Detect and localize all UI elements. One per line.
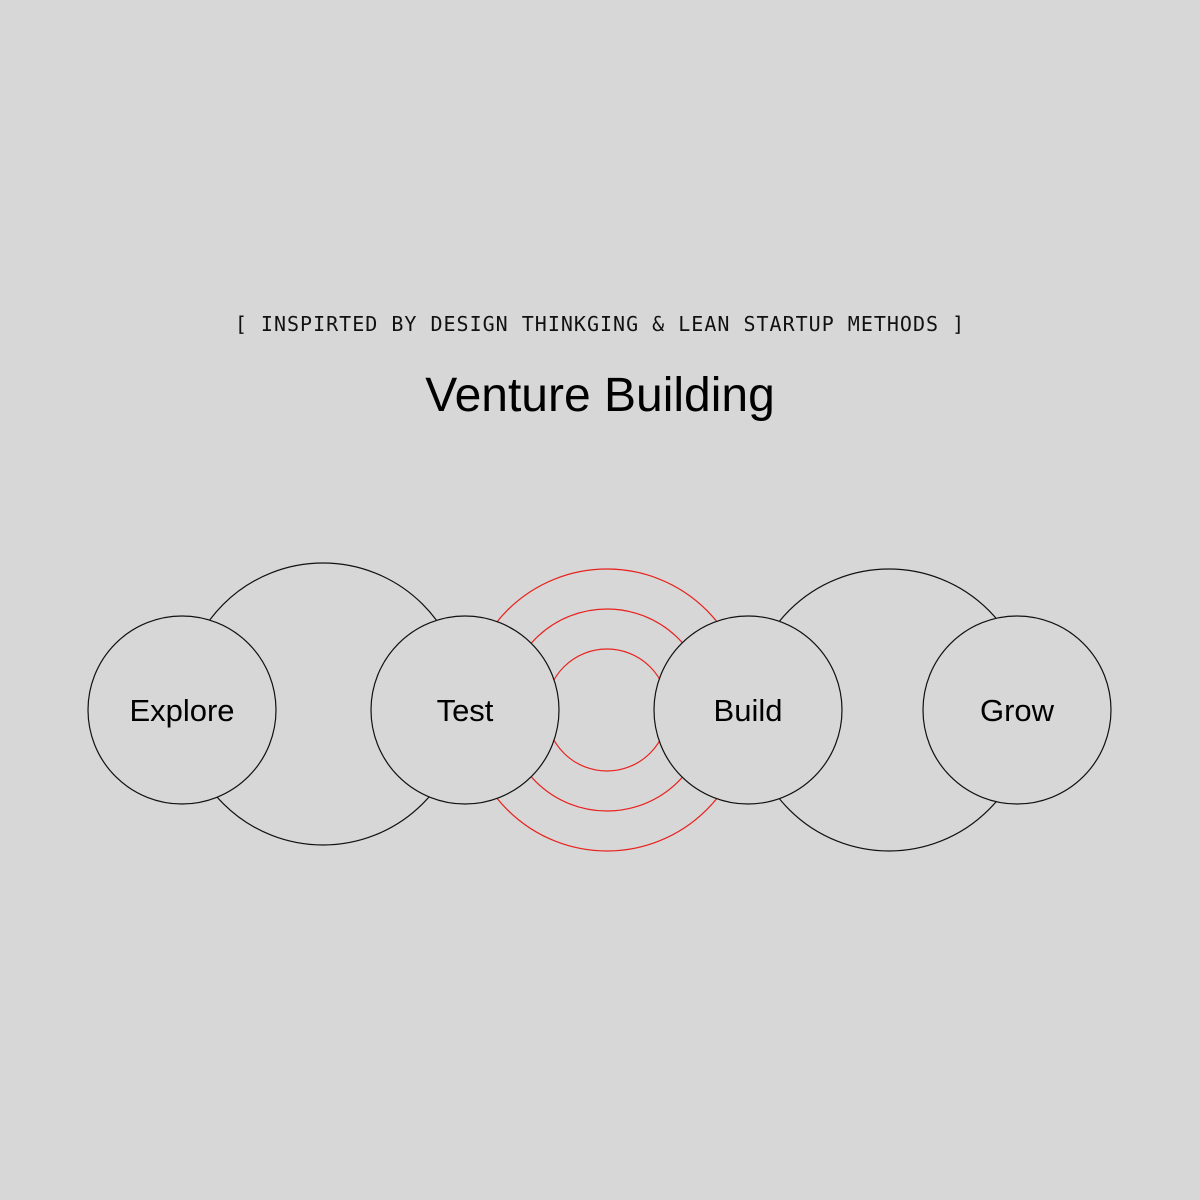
stage-explore: Explore [87,615,277,805]
stage-circle-test [370,615,560,805]
stage-circle-build [653,615,843,805]
stage-test: Test [370,615,560,805]
stage-label-explore: Explore [129,693,234,728]
stage-build: Build [653,615,843,805]
stage-circle-grow [922,615,1112,805]
stage-label-grow: Grow [980,693,1055,728]
subtitle: [ INSPIRTED BY DESIGN THINKGING & LEAN S… [234,312,966,336]
stage-label-build: Build [714,693,783,728]
stage-circle-explore [87,615,277,805]
stage-grow: Grow [922,615,1112,805]
stage-label-test: Test [437,693,494,728]
page-title: Venture Building [425,369,775,422]
